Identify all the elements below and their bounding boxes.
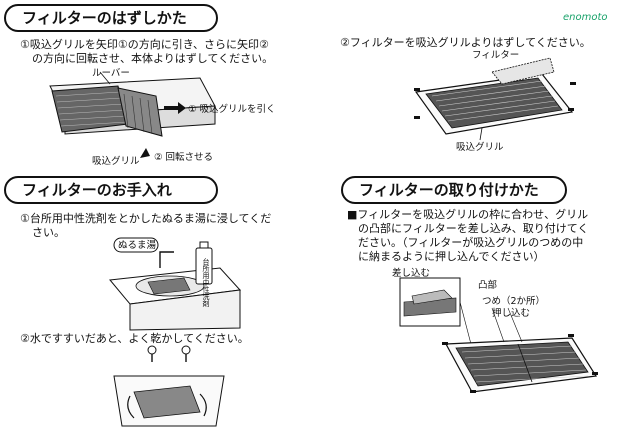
care-step1-line1: ①台所用中性洗剤をとかしたぬるま湯に浸してくだ bbox=[20, 212, 272, 225]
label-louver: ルーバー bbox=[92, 68, 130, 79]
label-detergent: 台所用中性洗剤 bbox=[202, 258, 210, 307]
label-rotate: ② 回転させる bbox=[154, 152, 214, 163]
illustration-filter-removal bbox=[414, 57, 576, 141]
install-line2: の凸部にフィルターを差し込み、取り付けてく bbox=[358, 222, 589, 235]
label-claws: つめ（2か所） bbox=[482, 296, 546, 307]
install-line3: ださい。（フィルターが吸込グリルのつめの中 bbox=[358, 236, 584, 249]
section-title-care: フィルターのお手入れ bbox=[4, 176, 218, 204]
illustration-sink bbox=[109, 237, 242, 331]
care-step1-line2: さい。 bbox=[32, 226, 65, 239]
illustration-rinse bbox=[113, 345, 225, 427]
label-grill-left: 吸込グリル bbox=[92, 156, 140, 167]
label-pull-grill: ① 吸込グリルを引く bbox=[188, 104, 276, 115]
removal-step1-line2: の方向に回転させ、本体よりはずしてください。 bbox=[32, 52, 274, 65]
removal-step1-line1: ①吸込グリルを矢印①の方向に引き、さらに矢印② bbox=[20, 38, 269, 51]
install-line4: に納まるように押し込んでください） bbox=[358, 250, 545, 263]
removal-step2: ②フィルターを吸込グリルよりはずしてください。 bbox=[340, 36, 591, 49]
illustration-grill-removal bbox=[49, 71, 216, 158]
illustration-install bbox=[399, 277, 598, 393]
label-filter: フィルター bbox=[472, 50, 520, 61]
install-line1: ■フィルターを吸込グリルの枠に合わせ、グリル bbox=[347, 208, 589, 221]
section-title-install: フィルターの取り付けかた bbox=[341, 176, 567, 204]
label-insert: 差し込む bbox=[392, 268, 431, 279]
section-title-removal: フィルターのはずしかた bbox=[4, 4, 218, 32]
care-step2: ②水ですすいだあと、よく乾かしてください。 bbox=[20, 332, 249, 345]
watermark-text: enomoto bbox=[563, 12, 608, 23]
label-warm-water: ぬるま湯 bbox=[118, 240, 157, 251]
label-grill-right: 吸込グリル bbox=[456, 142, 504, 153]
label-push: 押し込む bbox=[492, 308, 531, 319]
label-protrusion: 凸部 bbox=[478, 280, 498, 291]
